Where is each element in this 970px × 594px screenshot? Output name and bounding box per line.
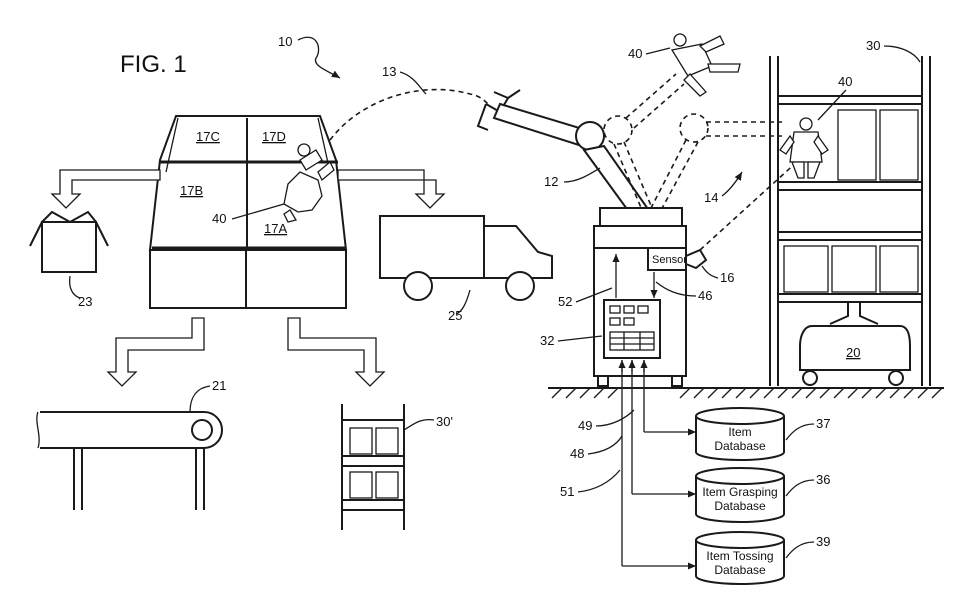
db-connections: [618, 360, 696, 570]
item-grasping-database: [695, 467, 785, 523]
label-13-leader: [399, 71, 427, 95]
label-30: 30: [866, 38, 880, 53]
container-23: [29, 210, 109, 273]
label-46-leader: [655, 281, 697, 297]
arm-alt-positions: [603, 73, 782, 213]
label-13: 13: [382, 64, 396, 79]
label-23: 23: [78, 294, 92, 309]
label-17c: 17C: [196, 129, 220, 144]
figure-title: FIG. 1: [120, 51, 187, 78]
arrow-to-rack: [287, 317, 386, 387]
item-tossing-database-line2: Database: [714, 563, 766, 577]
item-40-rack: [779, 117, 829, 179]
label-40-air-leader: [645, 47, 671, 55]
conveyor-21: [36, 411, 223, 510]
item-40-air: [670, 33, 741, 97]
item-grasping-database-line1: Item Grasping: [702, 485, 777, 499]
label-16: 16: [720, 270, 734, 285]
label-36: 36: [816, 472, 830, 487]
label-25-leader: [455, 289, 471, 315]
item-database: [695, 407, 785, 461]
label-48-leader: [587, 435, 623, 455]
label-10: 10: [278, 34, 292, 49]
label-21: 21: [212, 378, 226, 393]
label-52-leader: [575, 287, 613, 303]
label-36-leader: [785, 479, 815, 497]
label-40-bin: 40: [212, 211, 226, 226]
label-40-bin-leader: [231, 203, 285, 220]
label-51: 51: [560, 484, 574, 499]
label-39-leader: [785, 541, 815, 559]
label-10-leader: [297, 36, 341, 79]
controller-panel: [603, 299, 661, 359]
label-32-leader: [557, 335, 603, 342]
label-40-air: 40: [628, 46, 642, 61]
label-49: 49: [578, 418, 592, 433]
ground: [548, 387, 944, 399]
label-17b: 17B: [180, 183, 203, 198]
label-49-leader: [595, 409, 635, 427]
label-39: 39: [816, 534, 830, 549]
item-tossing-database: [695, 531, 785, 585]
label-21-leader: [189, 385, 211, 413]
item-database-line1: Item: [728, 425, 751, 439]
label-20: 20: [846, 345, 860, 360]
robot-base: [593, 207, 687, 387]
label-40-rack: 40: [838, 74, 852, 89]
label-48: 48: [570, 446, 584, 461]
shelving-rack-30: [769, 56, 931, 386]
arrow-to-truck: [337, 169, 446, 209]
label-14-leader: [721, 171, 743, 197]
label-12-leader: [563, 167, 601, 183]
label-17a: 17A: [264, 221, 287, 236]
label-37: 37: [816, 416, 830, 431]
label-32: 32: [540, 333, 554, 348]
label-23-leader: [68, 275, 81, 299]
arrow-to-conveyor: [106, 317, 205, 387]
label-40-rack-leader: [817, 89, 847, 121]
label-17d: 17D: [262, 129, 286, 144]
rack-30-prime: [341, 404, 405, 530]
sensor-beam: [699, 149, 811, 251]
label-12: 12: [544, 174, 558, 189]
sensor-16: [647, 247, 708, 271]
label-30-prime: 30': [436, 414, 453, 429]
truck-25: [379, 215, 553, 301]
label-51-leader: [577, 469, 621, 493]
item-tossing-database-line1: Item Tossing: [706, 549, 773, 563]
item-database-line2: Database: [714, 439, 766, 453]
label-30-prime-leader: [403, 418, 435, 431]
robot-arm-12: [476, 89, 652, 221]
label-46: 46: [698, 288, 712, 303]
vehicle-20: [799, 302, 911, 386]
label-14: 14: [704, 190, 718, 205]
label-16-leader: [701, 265, 719, 279]
sensor-text: Sensor: [652, 254, 687, 266]
label-30-leader: [883, 45, 921, 63]
tossed-item-landing: [283, 143, 335, 223]
arrow-to-container: [50, 169, 161, 209]
item-grasping-database-line2: Database: [714, 499, 766, 513]
sorting-bin: [148, 115, 348, 309]
toss-trajectory-13: [329, 88, 489, 141]
label-52: 52: [558, 294, 572, 309]
label-37-leader: [785, 423, 815, 441]
